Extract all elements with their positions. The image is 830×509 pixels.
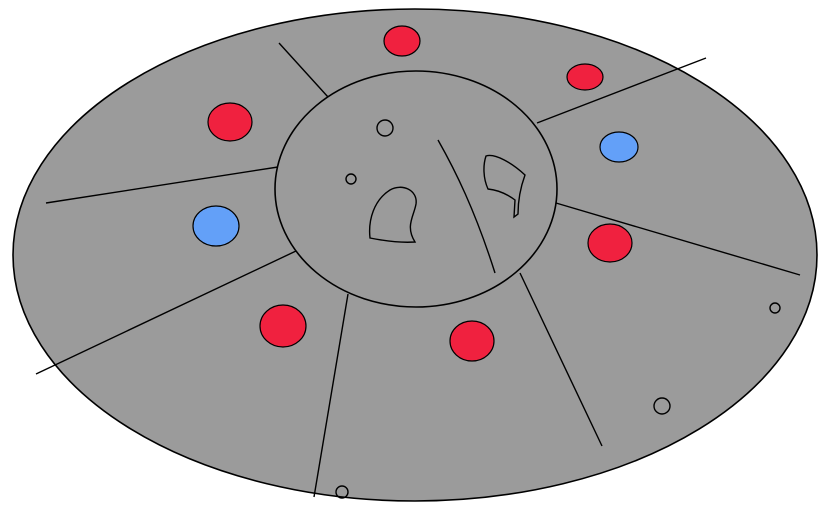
red-token[interactable] (259, 304, 307, 348)
rim-holes (335, 302, 781, 499)
red-token[interactable] (566, 63, 604, 91)
center-blob-right (483, 154, 526, 219)
rim-hole (769, 302, 781, 314)
sector-divider-top-left (278, 42, 329, 98)
center-features (345, 119, 526, 274)
red-token[interactable] (449, 320, 495, 362)
red-token[interactable] (207, 102, 253, 142)
center-circle (274, 70, 558, 308)
rim-hole (653, 397, 671, 415)
sector-dividers (35, 42, 801, 498)
sector-divider-top-right (536, 57, 707, 124)
sector-divider-lower-right (519, 272, 603, 447)
tokens (192, 25, 639, 362)
sector-divider-bottom (313, 293, 349, 498)
center-small-hole (376, 119, 394, 137)
center-curved-line (437, 139, 496, 274)
red-token[interactable] (587, 223, 633, 263)
rim-hole (335, 485, 349, 499)
sector-divider-left (45, 166, 279, 204)
center-tiny-hole (345, 173, 357, 185)
sector-divider-lower-left (35, 250, 297, 375)
blue-token[interactable] (599, 131, 639, 163)
blue-token[interactable] (192, 205, 240, 247)
red-token[interactable] (383, 25, 421, 57)
center-blob-left (368, 186, 417, 243)
sector-divider-right (555, 202, 801, 276)
